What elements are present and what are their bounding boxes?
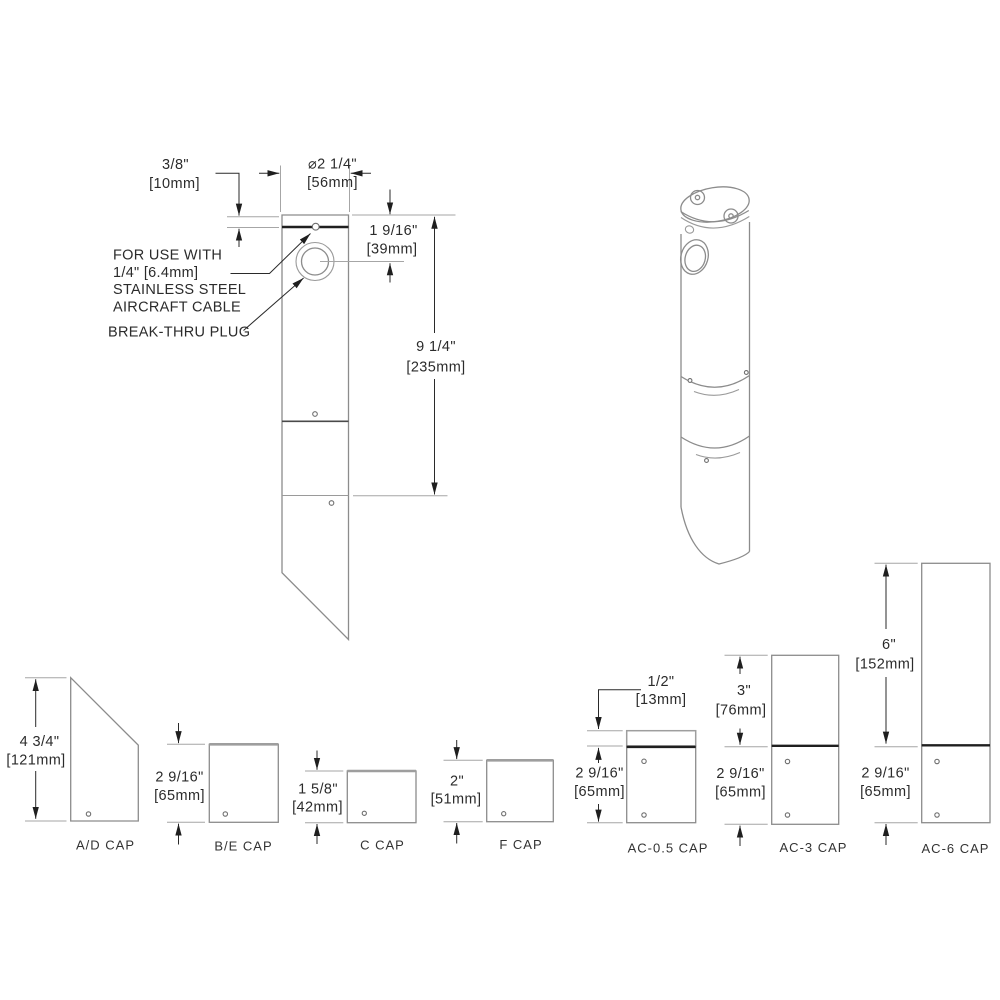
cap-ad: 4 3/4" [121mm] A/D CAP xyxy=(6,676,139,853)
cap-f-label: F CAP xyxy=(499,837,542,852)
iso-plug-outer xyxy=(680,239,709,275)
iso-stake-tip xyxy=(680,506,750,565)
note-plug: BREAK-THRU PLUG xyxy=(108,277,304,341)
note-cable-leader xyxy=(230,233,311,274)
isometric-view xyxy=(680,186,751,565)
note-cable-line1: FOR USE WITH xyxy=(113,248,222,264)
cap-f-dim-mm: [51mm] xyxy=(431,792,482,808)
dim-length-in: 9 1/4" xyxy=(416,339,456,355)
cap-ad-label: A/D CAP xyxy=(76,838,135,853)
iso-seam-2 xyxy=(680,435,750,449)
cap-ac05-top xyxy=(625,729,697,747)
cap-ac6-top-dim-in: 6" xyxy=(882,637,896,653)
cap-f: 2" [51mm] F CAP xyxy=(431,740,554,852)
front-view: ⌀2 1/4" [56mm] 3/8" [10mm] 1 9/16" [39mm… xyxy=(108,157,465,642)
cap-c: 1 5/8" [42mm] C CAP xyxy=(292,750,417,853)
cap-ad-dim-mm: [121mm] xyxy=(6,753,65,769)
cap-f-outline xyxy=(486,759,554,823)
cap-ac3-base-dim-in: 2 9/16" xyxy=(716,766,764,782)
cap-be-dim-mm: [65mm] xyxy=(154,788,205,804)
cap-c-outline xyxy=(346,770,417,824)
dim-band-mm: [10mm] xyxy=(149,176,200,192)
cap-ac05-top-dim-mm: [13mm] xyxy=(636,692,687,708)
dim-band: 3/8" [10mm] xyxy=(149,157,279,247)
note-plug-leader xyxy=(243,277,304,331)
iso-plug-inner xyxy=(684,244,707,273)
cap-ac05: 1/2" [13mm] 2 9/16" [65mm] AC-0.5 CAP xyxy=(574,674,709,856)
cap-ac05-base-dim-in: 2 9/16" xyxy=(575,766,623,782)
dim-diameter-in: ⌀2 1/4" xyxy=(308,157,357,173)
iso-cable-hole xyxy=(684,225,695,234)
cap-ad-outline xyxy=(70,676,139,822)
cap-be: 2 9/16" [65mm] B/E CAP xyxy=(154,723,279,854)
iso-screw-1 xyxy=(689,189,706,206)
cap-be-label: B/E CAP xyxy=(214,839,272,854)
cable-hole xyxy=(311,222,320,231)
cap-ac3: 3" [76mm] 2 9/16" [65mm] AC-3 CAP xyxy=(715,654,848,855)
cap-f-dim-in: 2" xyxy=(450,774,464,790)
dim-diameter-mm: [56mm] xyxy=(307,175,358,191)
cap-ac3-base-dim-mm: [65mm] xyxy=(715,785,766,801)
cap-ac6-label: AC-6 CAP xyxy=(922,841,990,856)
cap-ac3-label: AC-3 CAP xyxy=(780,840,848,855)
cap-ac05-base xyxy=(626,745,697,824)
iso-screw-2 xyxy=(723,208,739,224)
dim-hole-offset: 1 9/16" [39mm] xyxy=(320,189,456,283)
cap-ad-dim-in: 4 3/4" xyxy=(20,734,60,750)
dim-band-in: 3/8" xyxy=(162,157,189,173)
cap-ac6-base-dim-in: 2 9/16" xyxy=(861,766,909,782)
cap-ac05-label: AC-0.5 CAP xyxy=(628,841,709,856)
cap-ac3-outline xyxy=(771,654,840,825)
note-plug-text: BREAK-THRU PLUG xyxy=(108,325,250,341)
cap-be-outline xyxy=(208,743,279,823)
screw-hole-lower xyxy=(328,500,335,506)
cap-ac3-top-dim-mm: [76mm] xyxy=(716,703,767,719)
screw-hole-upper xyxy=(312,411,318,417)
dim-diameter: ⌀2 1/4" [56mm] xyxy=(259,157,371,212)
cap-c-dim-in: 1 5/8" xyxy=(298,782,338,798)
cap-ac05-base-dim-mm: [65mm] xyxy=(574,784,625,800)
note-cable: FOR USE WITH 1/4" [6.4mm] STAINLESS STEE… xyxy=(113,233,311,315)
iso-band-rim xyxy=(680,216,750,229)
cap-c-label: C CAP xyxy=(360,838,405,853)
cap-ac6-top-dim-mm: [152mm] xyxy=(855,657,914,673)
dim-length: 9 1/4" [235mm] xyxy=(353,216,465,497)
note-cable-line4: AIRCRAFT CABLE xyxy=(113,299,241,315)
dim-hole-offset-mm: [39mm] xyxy=(367,242,418,258)
cap-c-dim-mm: [42mm] xyxy=(292,800,343,816)
dim-hole-offset-in: 1 9/16" xyxy=(369,223,417,239)
cap-ac6-base-dim-mm: [65mm] xyxy=(860,784,911,800)
iso-seam-1 xyxy=(680,374,750,388)
cap-ac05-top-dim-in: 1/2" xyxy=(648,674,675,690)
note-cable-line2: 1/4" [6.4mm] xyxy=(113,265,198,281)
dim-length-mm: [235mm] xyxy=(406,360,465,376)
cap-ac3-top-dim-in: 3" xyxy=(737,683,751,699)
cap-ac6-outline xyxy=(921,562,991,824)
cap-ac6: 6" [152mm] 2 9/16" [65mm] AC-6 CAP xyxy=(855,562,991,856)
iso-cap-rim xyxy=(680,209,750,223)
cap-be-dim-in: 2 9/16" xyxy=(155,770,203,786)
note-cable-line3: STAINLESS STEEL xyxy=(113,282,246,298)
stake-outline xyxy=(281,214,350,642)
